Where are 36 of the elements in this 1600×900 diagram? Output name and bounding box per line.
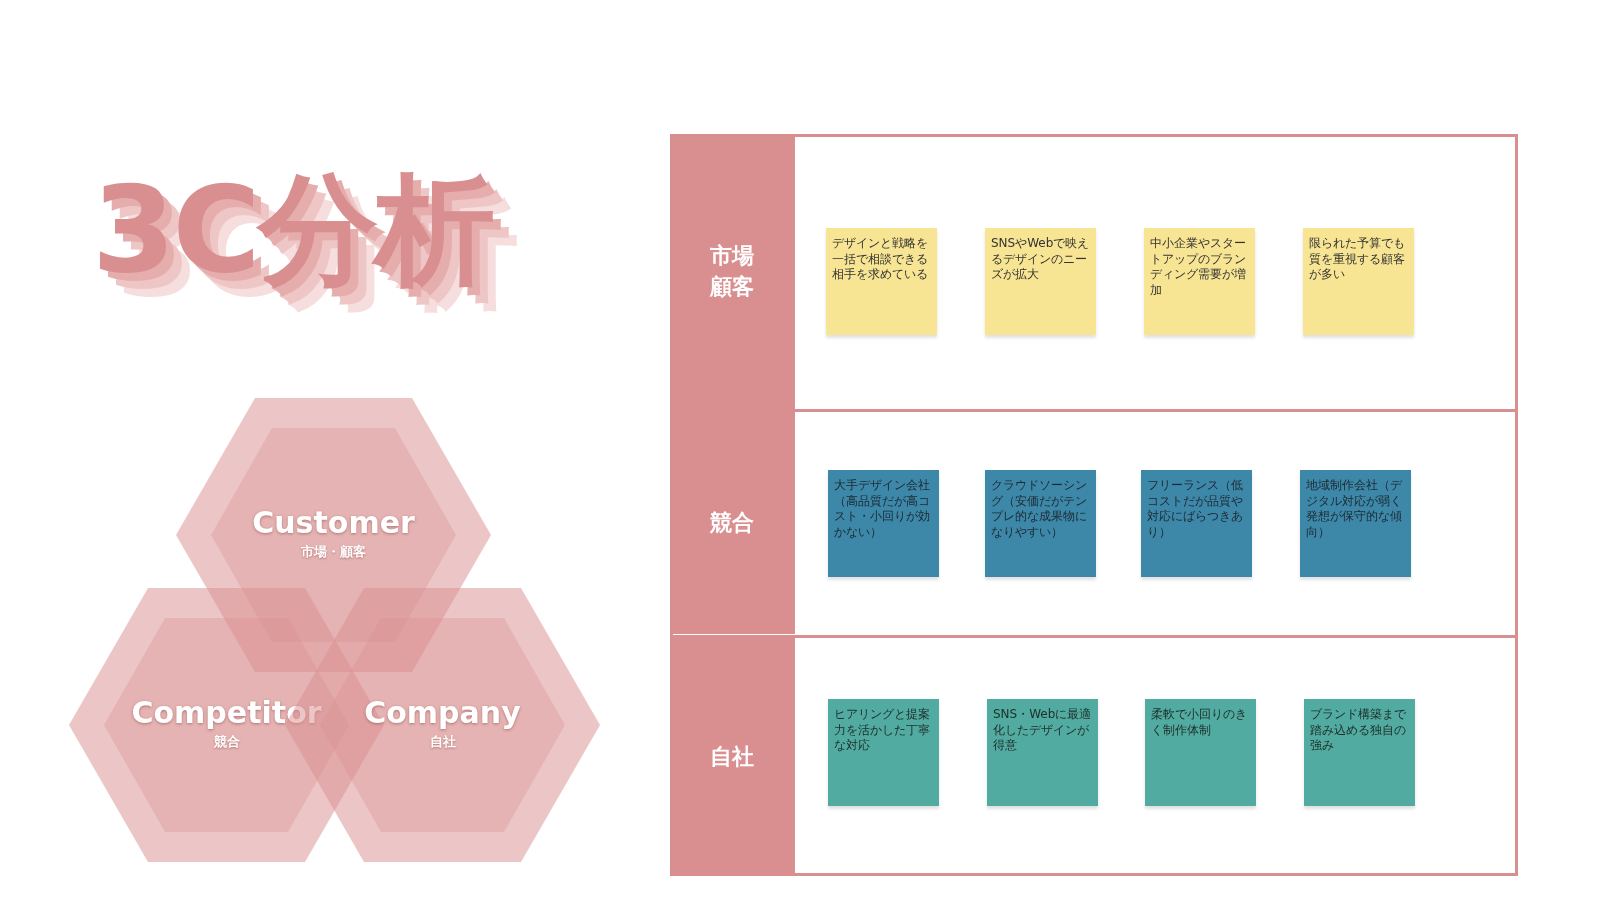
sticky-note [828, 470, 939, 577]
sticky-note-text: ヒアリングと提案力を活かした丁寧な対応 [834, 707, 931, 754]
hexagon-title: Company [364, 698, 521, 729]
hexagon-title: Competitor [131, 698, 322, 729]
row-header-text: 市場顧客 [708, 242, 756, 301]
sticky-note [828, 699, 939, 806]
sticky-note-text: デザインと戦略を一括で相談できる相手を求めている [832, 236, 929, 283]
sticky-note [1141, 470, 1252, 577]
sticky-note-text: 柔軟で小回りのきく制作体制 [1151, 707, 1248, 739]
sticky-note [1304, 699, 1415, 806]
sticky-note [1145, 699, 1256, 806]
sticky-note-text: 中小企業やスタートアップのブランディング需要が増加 [1150, 236, 1247, 299]
sticky-note-text: フリーランス（低コストだが品質や対応にばらつきあり） [1147, 478, 1244, 541]
sticky-note-text: クラウドソーシング（安価だがテンプレ的な成果物になりやすい） [991, 478, 1088, 541]
row-header [670, 134, 795, 410]
sticky-note-text: SNSやWebで映えるデザインのニーズが拡大 [991, 236, 1090, 283]
sticky-note-text: 大手デザイン会社（高品質だが高コスト・小回りが効かない） [834, 478, 931, 541]
row-header [670, 412, 795, 634]
sticky-note [985, 470, 1096, 577]
sticky-note [826, 228, 937, 335]
hexagon-title: Customer [252, 508, 415, 539]
sticky-note [985, 228, 1096, 335]
sticky-note-text: ブランド構築まで踏み込める独自の強み [1310, 707, 1407, 754]
sticky-note-text: 限られた予算でも質を重視する顧客が多い [1309, 236, 1406, 283]
row-header-text: 競合 [709, 508, 756, 537]
row-header [670, 638, 795, 876]
sticky-note [1144, 228, 1255, 335]
hexagon-subtitle: 市場・顧客 [301, 543, 366, 562]
sticky-note [1303, 228, 1414, 335]
hexagon-subtitle: 自社 [429, 733, 456, 752]
sticky-note-text: SNS・Webに最適化したデザインが得意 [993, 707, 1092, 754]
hexagon-subtitle: 競合 [213, 733, 240, 752]
sticky-note [1300, 470, 1411, 577]
sticky-note [987, 699, 1098, 806]
row-header-text: 自社 [709, 742, 756, 771]
sticky-note-text: 地域制作会社（デジタル対応が弱く発想が保守的な傾向） [1306, 478, 1403, 541]
